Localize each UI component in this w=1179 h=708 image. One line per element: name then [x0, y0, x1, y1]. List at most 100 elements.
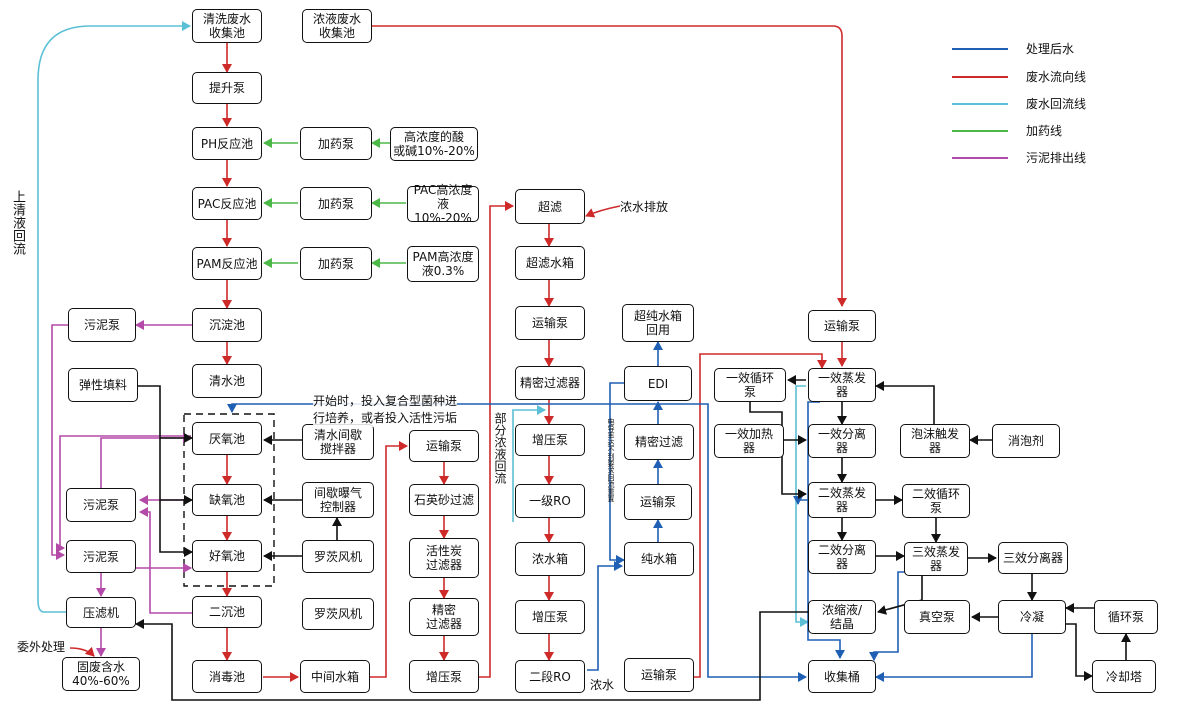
- node-pam-tank: PAM反应池: [192, 247, 262, 280]
- node-sludge-pump-2: 污泥泵: [66, 488, 136, 522]
- node-carbon-filter: 活性炭 过滤器: [409, 538, 479, 578]
- node-transfer-pump-2: 运输泵: [515, 306, 585, 340]
- node-solid-waste: 固废含水 40%-60%: [62, 657, 140, 691]
- line-secondary-sludge: [139, 507, 192, 614]
- node-transfer-pump-4: 运输泵: [624, 658, 694, 692]
- legend-swatch-wastewater: [952, 76, 1008, 78]
- node-clear-tank: 清水池: [192, 364, 262, 398]
- node-roots-blower-1: 罗茨风机: [302, 540, 374, 573]
- node-aerobic: 好氧池: [192, 540, 262, 572]
- legend: 处理后水 废水流向线 废水回流线 加药线 污泥排出线: [952, 40, 1132, 170]
- legend-label-dosing: 加药线: [1026, 124, 1063, 138]
- line-conc-tank-to-transfer: [372, 25, 847, 307]
- node-effect3-sep: 三效分离器: [998, 542, 1068, 574]
- label-startup-note: 开始时，投入复合型菌种进 行培养，或者投入活性污垢: [313, 393, 458, 427]
- legend-label-treated: 处理后水: [1026, 42, 1075, 56]
- node-quartz-filter: 石英砂过滤: [409, 484, 479, 516]
- node-elastic-filler: 弹性填料: [68, 368, 138, 402]
- node-pac-conc: PAC高浓度 液10%-20%: [407, 183, 479, 225]
- node-effect1-heater: 一效加热 器: [714, 424, 784, 458]
- node-mixer: 清水间歇 搅拌器: [302, 424, 374, 460]
- node-dose-pump-1: 加药泵: [300, 127, 372, 160]
- node-sediment-tank: 沉淀池: [192, 308, 262, 342]
- line-clear-top: [306, 403, 807, 682]
- node-dose-pump-3: 加药泵: [300, 247, 372, 280]
- dosing-lines: [263, 138, 406, 268]
- node-secondary-sed: 二沉池: [192, 596, 262, 628]
- node-ro2: 二段RO: [515, 660, 585, 693]
- line-foam-to-evap1: [875, 381, 935, 424]
- node-conc-water-tank: 浓水箱: [515, 542, 585, 576]
- line-clear-to-bio: [227, 403, 306, 413]
- node-precision-filter-2: 精密过滤器: [515, 366, 585, 400]
- line-sludgepump1-down: [51, 324, 68, 560]
- node-aeration-ctrl: 间歇曝气 控制器: [302, 482, 374, 518]
- node-defoamer: 消泡剂: [992, 424, 1060, 458]
- node-conc-tank: 浓液废水 收集池: [302, 9, 372, 43]
- line-brine-discharge: [585, 205, 621, 218]
- label-supernatant-reflux: 上清液回流: [10, 190, 25, 255]
- line-ro2-conc-to-evap: [693, 353, 827, 678]
- legend-label-sludge: 污泥排出线: [1026, 151, 1087, 165]
- line-loop-to-evap2: [749, 400, 807, 499]
- label-partial-reflux: 部分浓液回流: [493, 412, 507, 484]
- line-crystal-to-press: [135, 611, 808, 701]
- legend-swatch-return: [952, 103, 1008, 105]
- node-effect1-sep: 一效分离 器: [808, 424, 876, 458]
- line-midtank-to-transfer: [370, 441, 408, 678]
- node-wash-tank: 清洗废水 收集池: [192, 9, 262, 43]
- node-anoxic: 缺氧池: [192, 484, 262, 516]
- node-precision-filter-1: 精密 过滤器: [409, 598, 479, 636]
- node-effect1-loop: 一效循环 泵: [714, 368, 786, 402]
- node-uf: 超滤: [515, 189, 585, 224]
- line-evap2-return: [793, 496, 810, 505]
- line-partial-reflux: [512, 405, 546, 522]
- node-effect2-evap: 二效蒸发 器: [808, 482, 876, 518]
- node-pure-tank: 纯水箱: [624, 542, 694, 576]
- node-boost-pump-3: 增压泵: [515, 600, 585, 634]
- node-acid-alkali: 高浓度的酸 或碱10%-20%: [390, 127, 478, 161]
- legend-swatch-dosing: [952, 130, 1008, 132]
- node-crystal: 浓缩液/ 结晶: [808, 600, 876, 634]
- treated-lines: [227, 341, 1033, 682]
- label-brine-discharge: 浓水排放: [620, 200, 669, 214]
- node-effect1-evap: 一效蒸发 器: [808, 368, 876, 402]
- node-boost-pump-2: 增压泵: [515, 424, 585, 456]
- node-collect-bucket: 收集桶: [808, 660, 876, 693]
- node-boost-pump-1: 增压泵: [409, 660, 479, 693]
- legend-swatch-sludge: [952, 157, 1008, 159]
- legend-label-wastewater: 废水流向线: [1026, 70, 1087, 84]
- line-boost-to-uf: [479, 201, 514, 678]
- node-anaerobic: 厌氧池: [192, 422, 262, 455]
- label-outsource: 委外处理: [17, 640, 66, 654]
- line-outsource: [69, 646, 95, 657]
- node-vacuum-pump: 真空泵: [904, 600, 970, 634]
- node-transfer-pump-1: 运输泵: [409, 430, 479, 462]
- node-effect3-evap: 三效蒸发 器: [904, 542, 968, 576]
- node-effect2-loop: 二效循环 泵: [902, 484, 970, 518]
- node-foam-trigger: 泡沫触发 器: [900, 424, 970, 458]
- label-conductivity-note: 电导率达不到要求回流重置: [607, 418, 615, 502]
- node-ultra-pure-tank: 超纯水箱 回用: [622, 304, 694, 342]
- line-filler-aerobic: [159, 500, 193, 557]
- node-edi: EDI: [624, 366, 692, 401]
- node-filter-press: 压滤机: [66, 597, 136, 628]
- line-anaerobic-to-sludge3: [56, 435, 191, 553]
- line-condenser-to-collect: [875, 634, 1033, 682]
- legend-label-return: 废水回流线: [1026, 97, 1087, 111]
- wastewater-lines: [222, 25, 847, 682]
- node-pac-tank: PAC反应池: [192, 187, 262, 220]
- node-ro1: 一级RO: [515, 484, 585, 518]
- node-condenser: 冷凝: [998, 600, 1066, 634]
- node-effect2-sep: 二效分离 器: [808, 540, 876, 574]
- line-filler-anoxic: [159, 438, 193, 505]
- node-dose-pump-2: 加药泵: [300, 187, 372, 220]
- node-sludge-pump-3: 污泥泵: [66, 540, 136, 573]
- node-sludge-pump-1: 污泥泵: [68, 308, 136, 342]
- line-condenser-to-tower: [1066, 623, 1093, 681]
- line-supernatant-reflux: [37, 21, 191, 613]
- node-transfer-pump-3: 运输泵: [624, 484, 692, 520]
- line-sludgepump2-return: [100, 433, 192, 488]
- legend-swatch-treated: [952, 48, 1008, 50]
